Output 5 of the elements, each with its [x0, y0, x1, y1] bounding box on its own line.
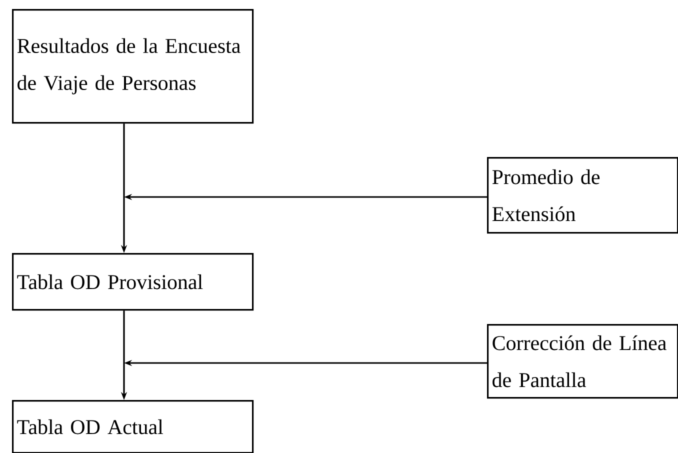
process-box: Tabla OD Actual	[12, 400, 254, 453]
process-box: Corrección de Línea de Pantalla	[487, 324, 678, 399]
process-box: Resultados de la Encuesta de Viaje de Personas	[12, 9, 254, 124]
process-box: Promedio de Extensión	[487, 157, 678, 234]
process-box: Tabla OD Provisional	[12, 253, 254, 311]
